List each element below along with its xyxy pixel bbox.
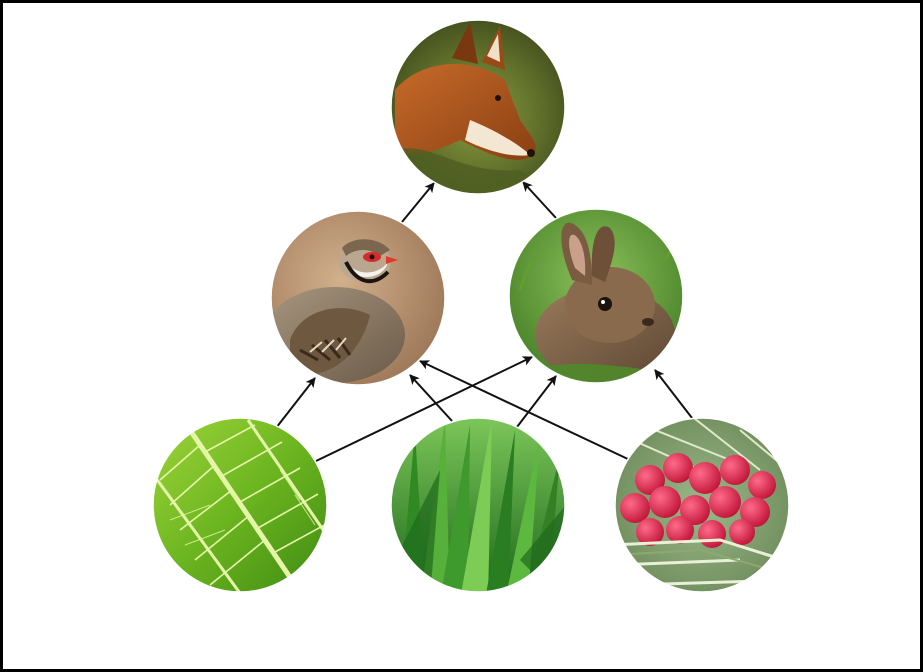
arrow-partridge-to-fox (402, 183, 434, 222)
fox-node (391, 20, 565, 200)
arrow-leaf-to-partridge (276, 378, 315, 428)
grass-node (391, 418, 570, 600)
arrow-grass-to-rabbit (517, 376, 556, 427)
arrow-raspberries-to-rabbit (655, 370, 692, 418)
rabbit-node (509, 200, 683, 400)
partridge-node (265, 211, 445, 385)
arrow-rabbit-to-fox (523, 182, 556, 218)
